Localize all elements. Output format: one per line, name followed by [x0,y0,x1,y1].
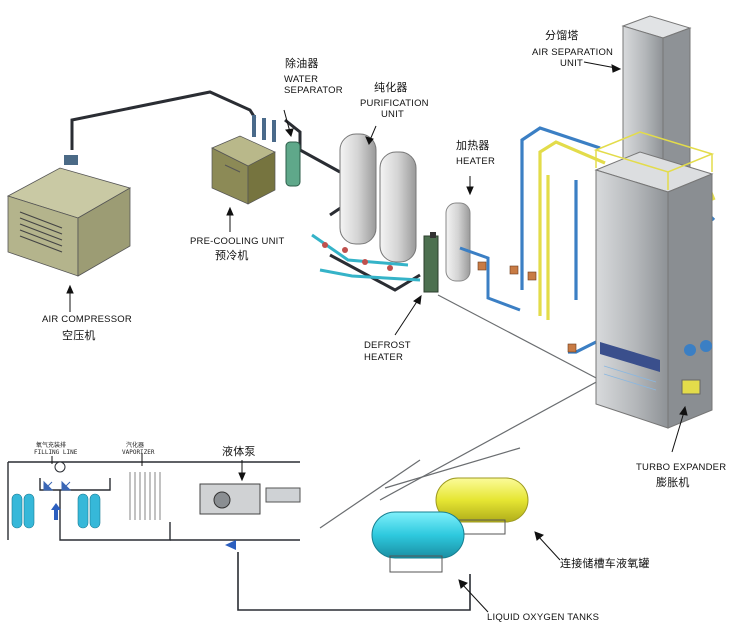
filling-line-cn-label: 氧气充装排 [36,442,67,449]
air-compressor-cn-label: 空压机 [62,329,96,342]
liquid-oxygen-tanks-label: LIQUID OXYGEN TANKS [487,612,600,623]
precooling-label: PRE-COOLING UNIT [190,236,285,247]
purification-label-2: UNIT [381,109,404,120]
air-separation-label-2: UNIT [560,58,583,69]
air-separation-cn-label: 分馏塔 [545,29,579,42]
air-compressor [6,155,132,277]
purification-unit [311,133,421,282]
vaporizer-label: VAPORIZER [122,449,155,456]
pressure-gauge-icon [54,461,66,473]
precooling-cn-label: 预冷机 [215,249,249,262]
lox-tank-cyan [371,511,465,573]
valve-icon [43,480,54,491]
turbo-expander-cn-label: 膨胀机 [656,476,690,489]
water-separator-label-2: SEPARATOR [284,85,343,96]
filling-line-inset [7,461,301,550]
defrost-heater [423,232,439,293]
defrost-heater-label-1: DEFROST [364,340,411,351]
air-separation-label-1: AIR SEPARATION [532,47,614,58]
air-separation-column [593,15,715,429]
purification-cn-label: 纯化器 [374,81,408,94]
filling-line-label: FILLING LINE [34,449,78,456]
purification-label-1: PURIFICATION [360,98,429,109]
water-separator [252,115,301,187]
label-arrows [51,61,688,613]
return-pipe [237,552,471,611]
arrow-icon [51,503,61,520]
air-compressor-label: AIR COMPRESSOR [42,314,132,325]
water-separator-cn-label: 除油器 [285,57,319,70]
thin-pipe [319,294,601,529]
tanker-connection-label: 连接储槽车液氧罐 [560,557,650,570]
precooling-unit [211,135,276,205]
heater-cn-label: 加热器 [456,139,490,152]
turbo-expander-label: TURBO EXPANDER [636,462,727,473]
lox-tank-yellow [435,477,529,535]
heater-label: HEATER [456,156,496,167]
valves [477,261,577,353]
heater [445,202,521,312]
defrost-heater-label-2: HEATER [364,352,404,363]
gas-cylinder-icon [11,493,101,529]
vaporizer-cn-label: 汽化器 [126,442,145,449]
arrow-icon [225,540,236,550]
water-separator-label-1: WATER [284,74,319,85]
pump-cn-label: 液体泵 [222,445,256,458]
